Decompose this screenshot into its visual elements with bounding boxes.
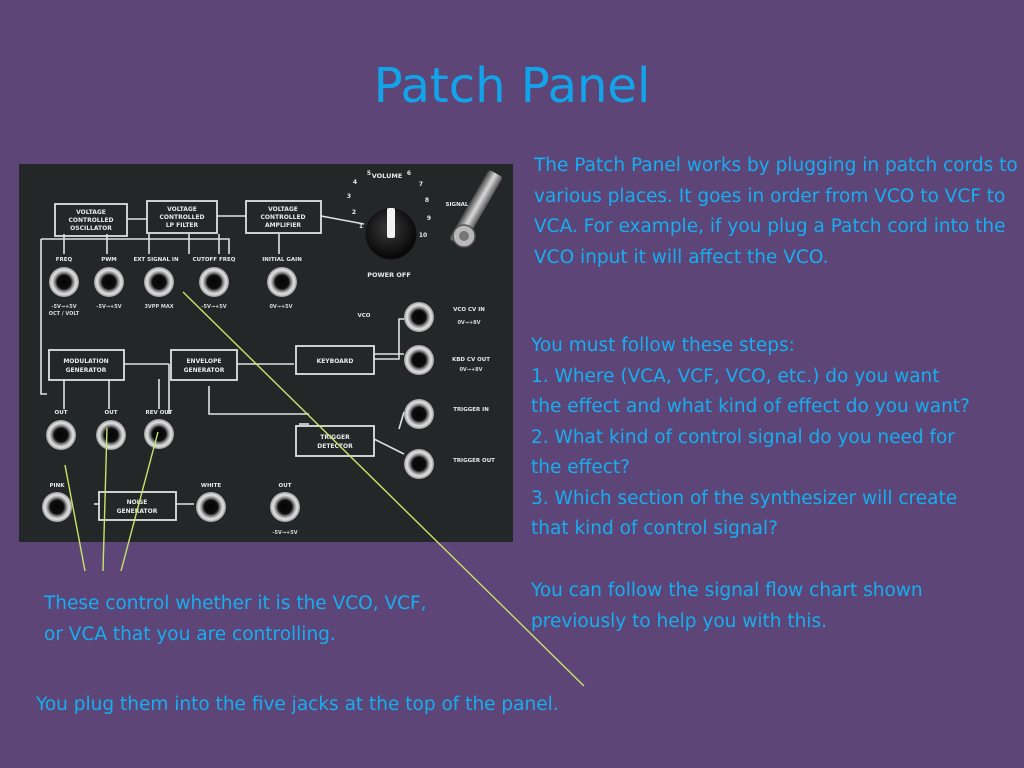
step-3-line-2: that kind of control signal? [531,518,778,539]
jack-pwm[interactable] [94,267,124,297]
jack-label-out-2: OUT [105,410,118,416]
box-noise-label-1: NOISE [127,499,148,506]
jack-out-3[interactable] [270,492,300,522]
jack-rev-out[interactable] [144,419,174,449]
jack-label-ext-signal: EXT SIGNAL IN [133,257,179,263]
dial-number-10: 10 [419,232,427,239]
followup-paragraph: You can follow the signal flow chart sho… [531,580,923,632]
range-label-freq: -5V→+5V [51,304,76,310]
range-label-vco-cv: 0V→+8V [457,320,480,326]
box-vco-label-1: VOLTAGE [76,209,106,216]
dial-number-6: 6 [407,170,411,177]
slide-title: Patch Panel [373,58,651,114]
jack-initial-gain[interactable] [267,267,297,297]
box-mod-label-1: MODULATION [63,358,108,365]
jack-trigger-out[interactable] [404,449,434,479]
jack-label-trig-out: TRIGGER OUT [453,458,495,464]
box-vca [245,200,322,234]
box-mod [48,349,125,381]
box-env-label-1: ENVELOPE [186,358,221,365]
jack-label-initial-gain: INITIAL GAIN [262,257,302,263]
jack-pink[interactable] [42,492,72,522]
box-vco-label-2: CONTROLLED [68,217,113,224]
box-vcf [146,200,218,234]
box-env-label-2: GENERATOR [184,367,225,374]
steps-heading: You must follow these steps: [531,335,795,356]
jack-ext-signal[interactable] [144,267,174,297]
jack-mod-out-1[interactable] [46,420,76,450]
dial-number-4: 4 [353,179,357,186]
range-label-cutoff: -5V→+5V [201,304,226,310]
jacks-middle-row [46,419,174,450]
box-mod-label-2: GENERATOR [66,367,107,374]
step-3-line-1: 3. Which section of the synthesizer will… [531,487,958,509]
range-label-freq-2: OCT / VOLT [49,311,80,317]
box-vcf-label-3: LP FILTER [166,222,199,229]
jack-label-out-3: OUT [279,483,292,489]
dial-number-5: 5 [367,170,371,177]
range-label-out-3: -5V→+5V [272,530,297,536]
dial-number-3: 3 [347,193,351,200]
box-trig-label-2: DETECTOR [317,443,353,450]
dial-number-2: 2 [352,209,356,216]
jack-white[interactable] [196,492,226,522]
dial-number-7: 7 [419,181,423,188]
jack-label-freq: FREQ [56,257,73,263]
patch-cable-plug [450,170,502,248]
control-caption: These control whether it is the VCO, VCF… [44,593,427,645]
jacks-caption: You plug them into the five jacks at the… [36,694,559,715]
box-vca-label-1: VOLTAGE [268,206,298,213]
steps-block: You must follow these steps: 1. Where (V… [531,331,1023,545]
jack-label-kbd-cv: KBD CV OUT [452,357,490,363]
signal-label: SIGNAL [446,202,469,208]
jack-label-pwm: PWM [101,257,117,263]
jack-label-vco-cv: VCO CV IN [453,307,485,313]
jacks-top-row [49,267,297,297]
jack-mod-out-2[interactable] [96,420,126,450]
jack-freq[interactable] [49,267,79,297]
dial-number-1: 1 [359,223,363,230]
range-label-ext: 3VPP MAX [144,304,173,310]
dial-number-8: 8 [425,197,429,204]
jack-label-out-1: OUT [55,410,68,416]
jack-label-rev-out: REV OUT [145,410,172,416]
box-vcf-label-1: VOLTAGE [167,206,197,213]
jack-label-vco: VCO [358,313,371,319]
power-off-label: POWER OFF [367,271,411,279]
box-vco [54,203,128,237]
jack-cutoff[interactable] [199,267,229,297]
dial-number-9: 9 [427,215,431,222]
step-2-line-2: the effect? [531,457,630,478]
jack-vco-cv[interactable] [404,302,434,332]
jack-label-cutoff: CUTOFF FREQ [193,257,236,263]
box-trig-label-1: TRIGGER [320,434,350,441]
range-label-pwm: -5V→+5V [96,304,121,310]
box-vca-label-3: AMPLIFIER [265,222,301,229]
volume-label: VOLUME [372,172,403,180]
step-1-line-1: 1. Where (VCA, VCF, VCO, etc.) do you wa… [531,365,940,387]
range-label-gain: 0V→+5V [269,304,292,310]
box-kbd-label: KEYBOARD [317,358,354,365]
range-label-kbd-cv: 0V→+8V [459,367,482,373]
jack-label-trig-in: TRIGGER IN [453,407,489,413]
box-noise-label-2: GENERATOR [117,508,158,515]
knob-pointer [387,208,395,238]
box-vca-label-2: CONTROLLED [260,214,305,221]
jack-trigger-in[interactable] [404,399,434,429]
intro-paragraph: The Patch Panel works by plugging in pat… [534,155,1018,268]
jack-label-white: WHITE [201,483,221,489]
jack-kbd-cv[interactable] [404,345,434,375]
step-1-line-2: the effect and what kind of effect do yo… [531,396,970,417]
jack-label-pink: PINK [50,483,66,489]
box-vco-label-3: OSCILLATOR [70,225,112,232]
step-2-line-1: 2. What kind of control signal do you ne… [531,426,955,448]
patch-panel-image: VOLTAGE CONTROLLED OSCILLATOR VOLTAGE CO… [19,164,513,542]
box-vcf-label-2: CONTROLLED [159,214,204,221]
